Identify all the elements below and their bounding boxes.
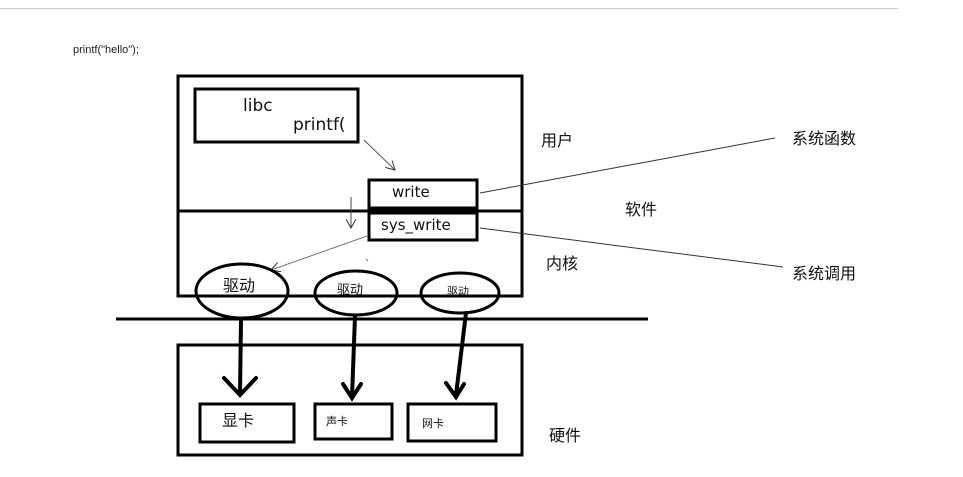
driver-oval-3 xyxy=(419,271,501,315)
syswrite-to-driver-arrow xyxy=(271,235,368,270)
sys-write-label: sys_write xyxy=(381,216,451,234)
device-box-sound xyxy=(313,402,394,441)
arrow-to-sound xyxy=(350,314,357,399)
layer-label-software: 软件 xyxy=(625,200,658,219)
printf-label: printf( xyxy=(293,115,346,135)
callout-system-function: 系统函数 xyxy=(792,129,857,148)
code-line: printf("hello"); xyxy=(73,44,139,56)
layer-label-kernel: 内核 xyxy=(546,254,579,273)
device-label-network: 网卡 xyxy=(422,417,444,430)
device-box-network xyxy=(406,402,498,443)
hardware-frame xyxy=(176,343,524,457)
device-label-gpu: 显卡 xyxy=(222,411,255,430)
driver-label-2: 驱动 xyxy=(337,283,364,298)
stray-mark xyxy=(365,258,369,262)
layer-label-hardware: 硬件 xyxy=(549,426,582,445)
libc-box xyxy=(193,87,360,144)
write-label: write xyxy=(392,183,430,201)
software-frame xyxy=(176,74,524,298)
printf-to-write-arrow xyxy=(363,139,395,170)
driver-label-3: 驱动 xyxy=(447,285,469,298)
arrow-to-gpu xyxy=(238,318,243,395)
libc-label: libc xyxy=(243,96,273,116)
layer-label-user: 用户 xyxy=(541,131,574,150)
device-box-gpu xyxy=(198,402,296,444)
arrowhead-sound xyxy=(341,382,363,402)
driver-to-device-arrows xyxy=(222,311,468,402)
arrowhead-network xyxy=(444,381,466,401)
driver-label-1: 驱动 xyxy=(223,276,256,295)
write-box xyxy=(367,178,479,210)
callout-line-system-call xyxy=(479,227,784,268)
sys-write-box xyxy=(367,211,479,242)
top-divider xyxy=(0,8,898,9)
callout-system-call: 系统调用 xyxy=(792,264,857,283)
arrowhead-gpu xyxy=(222,376,258,398)
device-label-sound: 声卡 xyxy=(326,415,348,428)
arrow-to-network xyxy=(454,311,468,397)
callout-line-system-function xyxy=(479,137,776,194)
